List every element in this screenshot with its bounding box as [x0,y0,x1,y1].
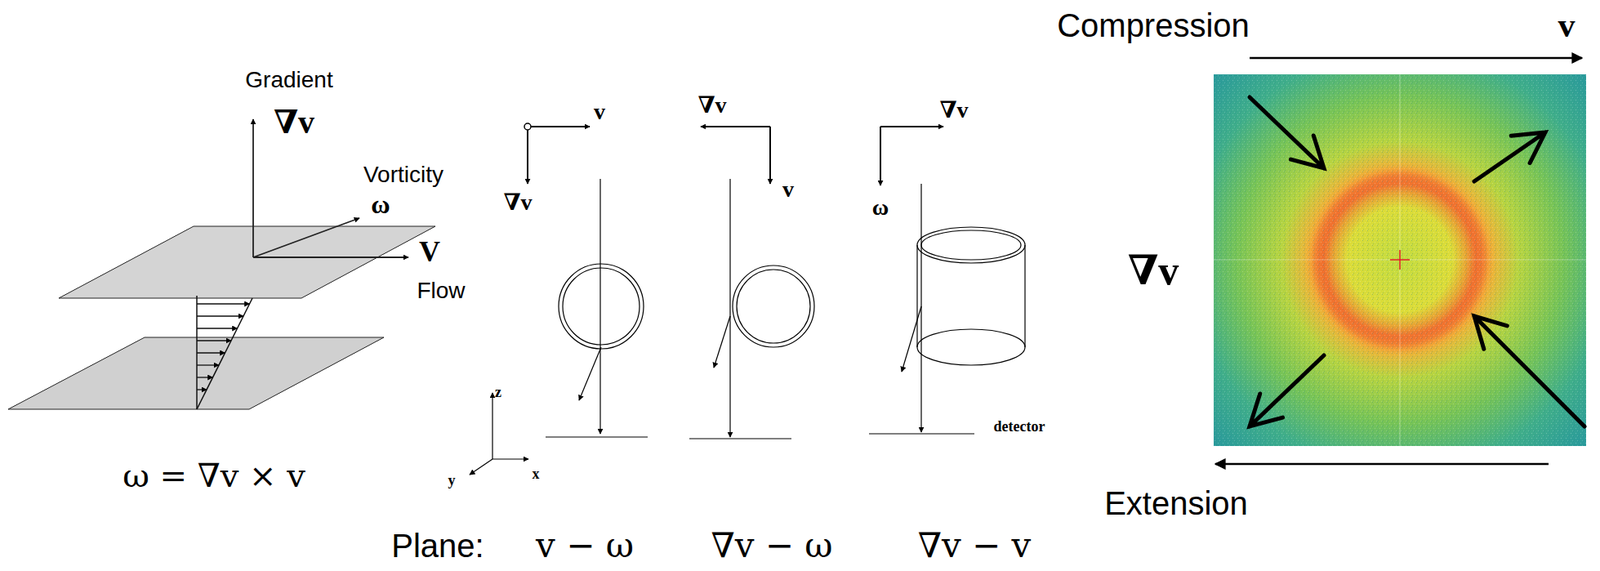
equation: ω = ∇v × v [122,459,306,492]
velocity-arrow [196,339,232,341]
gradient-symbol: ∇v [273,106,315,139]
velocity-arrow [196,388,207,390]
velocity-arrow [196,327,238,329]
plane-label: ∇v − v [918,528,1032,563]
axis-label: ∇v [503,191,532,214]
axis-label: Vorticity [363,163,444,187]
plane-heading: Plane: [391,529,484,562]
velocity-arrow [196,364,219,366]
axis-label: ∇v [939,98,968,122]
axis-label: Extension [1104,486,1248,520]
axis-label: ∇v [697,93,727,117]
flow-symbol: v [1558,8,1576,43]
axis-label: z [494,384,502,400]
velocity-arrow [196,376,214,378]
detector-label: detector [993,418,1046,434]
strain-arrow [1249,97,1324,169]
strain-arrow [1474,316,1585,427]
flow-symbol: V [418,236,441,267]
axis-label: ω [872,196,889,219]
axis-label: Flow [416,279,465,303]
velocity-arrow [196,352,226,353]
gradient-symbol: ∇v [1127,249,1180,291]
strain-arrow [1474,132,1546,182]
axis-label: Gradient [245,68,333,92]
axis-label: v [782,178,794,201]
velocity-arrow [196,315,244,317]
velocity-arrow [196,303,250,304]
axis-label: x [532,466,540,482]
axis-label: y [448,472,456,488]
axis-label: Compression [1056,8,1250,42]
vorticity-symbol: ω [370,191,390,218]
axis-label: v [593,100,606,124]
strain-arrow [1249,355,1324,427]
plane-label: v − ω [535,528,634,563]
plane-label: ∇v − ω [710,528,833,563]
